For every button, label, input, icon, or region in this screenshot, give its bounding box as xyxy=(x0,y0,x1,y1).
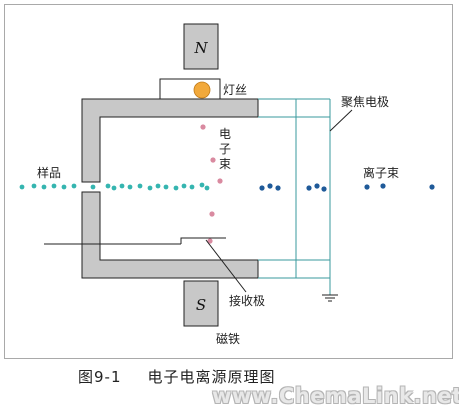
ion-dot xyxy=(314,183,320,189)
magnet-label: 磁铁 xyxy=(216,331,240,346)
electron-beam-dots xyxy=(200,124,223,244)
ion-dot xyxy=(429,184,435,190)
ion-dot xyxy=(380,183,386,189)
sample-dot xyxy=(155,183,161,189)
sample-dot xyxy=(163,184,169,190)
figure-title: 电子电离源原理图 xyxy=(147,368,276,386)
ion-dot xyxy=(275,185,281,191)
sample-dot xyxy=(127,184,133,190)
figure-caption: 图9-1 电子电离源原理图 xyxy=(78,366,276,387)
sample-dot xyxy=(41,184,47,190)
focusing-leader xyxy=(329,109,353,132)
ion-dot xyxy=(306,185,312,191)
magnet-north-pole xyxy=(183,23,219,70)
chamber-lower-wall xyxy=(81,191,259,279)
ion-beam-dots xyxy=(259,183,435,192)
focusing-electrodes xyxy=(258,98,331,295)
sample-dot xyxy=(51,183,57,189)
electron-dot xyxy=(200,124,206,130)
sample-dot xyxy=(111,185,117,191)
magnet-south-label: S xyxy=(196,296,206,314)
electron-beam-label-3: 束 xyxy=(219,157,231,171)
sample-dot xyxy=(189,184,195,190)
electron-beam-label-1: 电 xyxy=(219,127,231,141)
figure-frame xyxy=(4,4,453,359)
sample-dot xyxy=(181,183,187,189)
sample-dot xyxy=(105,183,111,189)
sample-dot xyxy=(147,185,153,191)
filament xyxy=(193,81,211,99)
sample-label: 样品 xyxy=(37,165,61,180)
sample-dot xyxy=(173,185,179,191)
sample-dot xyxy=(31,183,37,189)
magnet-south-pole xyxy=(183,280,219,327)
ion-dot xyxy=(364,184,370,190)
sample-dot xyxy=(199,182,205,188)
ion-dot xyxy=(321,186,327,192)
ion-source-diagram: N S 磁铁 灯丝 聚焦电极 电 子 xyxy=(19,23,435,346)
electron-dot xyxy=(210,157,216,163)
collector-leader xyxy=(205,239,247,293)
electron-dot xyxy=(217,178,223,184)
collector-electrode xyxy=(180,237,226,244)
chamber-upper-wall xyxy=(81,98,259,183)
ion-dot xyxy=(267,183,273,189)
ion-beam-label: 离子束 xyxy=(363,165,399,180)
filament-label: 灯丝 xyxy=(223,83,247,97)
sample-dot xyxy=(204,185,210,191)
filament-holder xyxy=(159,78,221,99)
electron-dot xyxy=(209,211,215,217)
sample-dot xyxy=(19,184,25,190)
sample-beam-dots xyxy=(19,182,210,191)
focusing-electrode-label: 聚焦电极 xyxy=(341,95,389,109)
ground-symbol xyxy=(322,294,338,302)
electron-beam-label-2: 子 xyxy=(219,142,231,156)
electron-dot xyxy=(207,238,213,244)
watermark-text: www.ChemaLink.net xyxy=(212,384,459,408)
sample-dot xyxy=(71,183,77,189)
ion-dot xyxy=(259,185,265,191)
sample-dot xyxy=(61,184,67,190)
sample-dot xyxy=(90,184,96,190)
collector-label: 接收极 xyxy=(229,293,265,308)
sample-dot xyxy=(119,183,125,189)
figure-number: 图9-1 xyxy=(78,368,122,386)
magnet-north-label: N xyxy=(193,39,208,57)
sample-dot xyxy=(137,183,143,189)
